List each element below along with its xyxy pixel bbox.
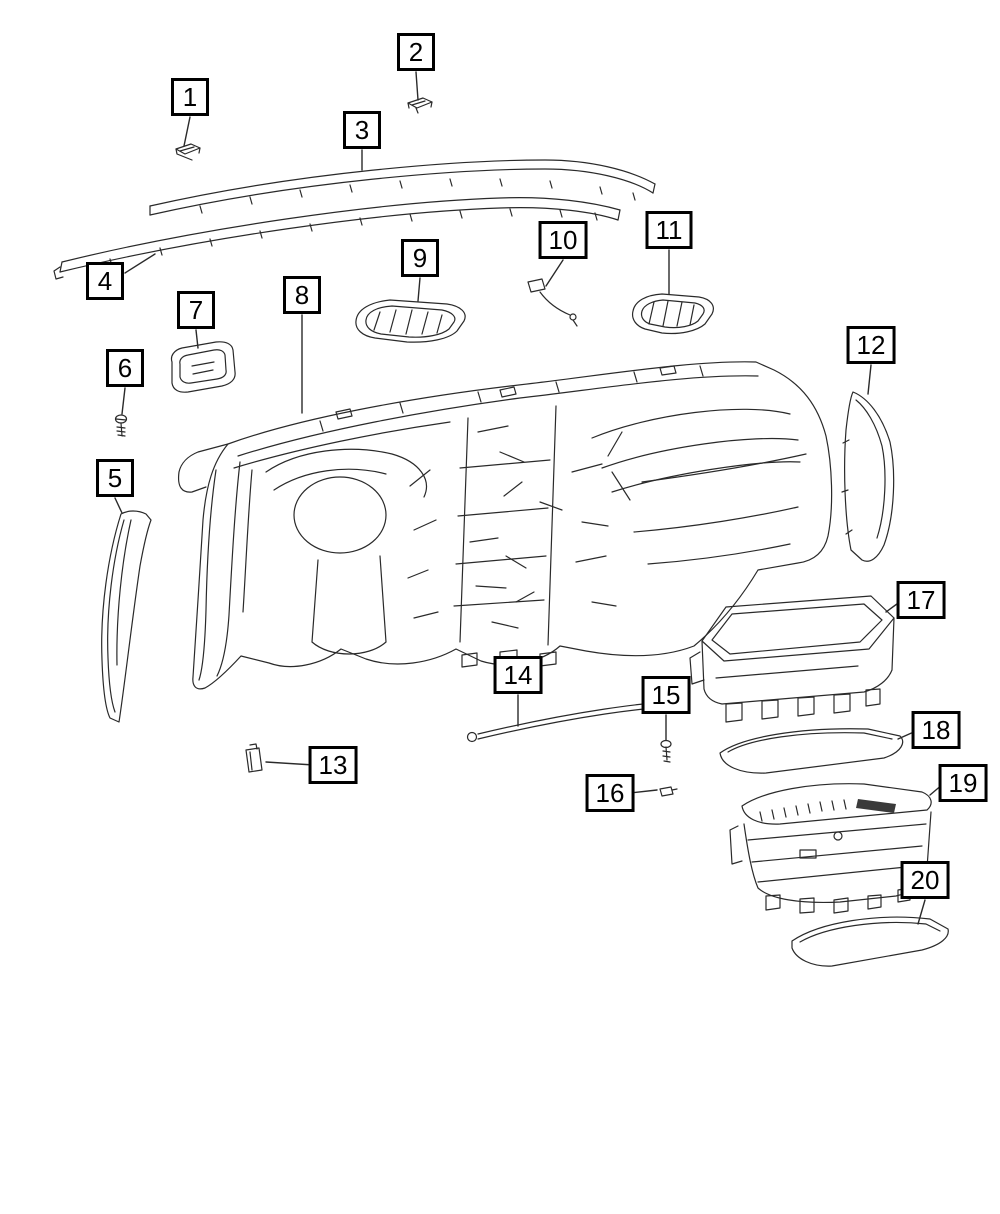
leader-lines (114, 71, 944, 925)
part-14-cable (466, 698, 661, 743)
part-17-glove-box-housing (689, 595, 895, 723)
callout-14[interactable]: 14 (493, 656, 543, 694)
callout-7[interactable]: 7 (177, 291, 215, 329)
callout-20-label: 20 (910, 865, 940, 895)
part-11-speaker-grille (631, 293, 714, 335)
part-15-screw (660, 739, 672, 763)
callout-19[interactable]: 19 (938, 764, 988, 802)
leader-line-12 (867, 364, 872, 395)
part-5-pillar-trim (101, 510, 152, 723)
callout-16-label: 16 (595, 778, 625, 808)
part-10-sensor (527, 278, 578, 327)
callout-7-label: 7 (188, 295, 204, 325)
part-16-clip (659, 786, 678, 797)
callout-2-label: 2 (408, 37, 424, 67)
part-12-end-cap (841, 391, 895, 562)
callout-1-label: 1 (182, 82, 198, 112)
callout-4-label: 4 (97, 266, 113, 296)
part-20-lower-trim (791, 916, 949, 967)
leader-line-1 (183, 116, 191, 147)
callout-15-label: 15 (651, 680, 681, 710)
callout-18[interactable]: 18 (911, 711, 961, 749)
leader-line-4 (124, 253, 156, 274)
leader-line-7 (195, 329, 199, 349)
leader-line-20 (917, 899, 926, 925)
part-13-bracket (245, 743, 263, 773)
callout-18-label: 18 (921, 715, 951, 745)
part-7-bezel (170, 341, 236, 393)
callout-17[interactable]: 17 (896, 581, 946, 619)
callout-16[interactable]: 16 (585, 774, 635, 812)
part-19-glove-box-door (729, 783, 932, 914)
callout-13-label: 13 (318, 750, 348, 780)
callout-17-label: 17 (906, 585, 936, 615)
leader-line-9 (417, 277, 421, 302)
callout-20[interactable]: 20 (900, 861, 950, 899)
callout-11-label: 11 (655, 215, 683, 245)
callout-3-label: 3 (354, 115, 370, 145)
leader-line-6 (121, 387, 126, 415)
part-1-clip (175, 143, 201, 161)
callout-1[interactable]: 1 (171, 78, 209, 116)
callout-2[interactable]: 2 (397, 33, 435, 71)
callout-19-label: 19 (948, 768, 978, 798)
callout-12-label: 12 (856, 330, 886, 360)
part-8-instrument-panel (177, 361, 833, 690)
callout-13[interactable]: 13 (308, 746, 358, 784)
callout-10[interactable]: 10 (538, 221, 588, 259)
leader-line-10 (545, 259, 564, 287)
callout-8[interactable]: 8 (283, 276, 321, 314)
leader-line-2 (415, 71, 419, 101)
part-4-trim-strip (53, 197, 621, 280)
part-3-trim-strip (149, 159, 656, 216)
callout-14-label: 14 (503, 660, 533, 690)
part-18-trim-strip (719, 728, 904, 774)
callout-11[interactable]: 11 (645, 211, 693, 249)
leader-line-13 (265, 761, 315, 766)
leader-line-5 (114, 497, 123, 514)
callout-8-label: 8 (294, 280, 310, 310)
part-9-speaker-grille (355, 299, 466, 343)
leader-line-16 (629, 789, 658, 794)
callout-15[interactable]: 15 (641, 676, 691, 714)
callout-4[interactable]: 4 (86, 262, 124, 300)
part-6-screw (114, 414, 128, 437)
callout-3[interactable]: 3 (343, 111, 381, 149)
callout-5[interactable]: 5 (96, 459, 134, 497)
callout-9-label: 9 (412, 243, 428, 273)
callout-6[interactable]: 6 (106, 349, 144, 387)
callout-9[interactable]: 9 (401, 239, 439, 277)
callout-10-label: 10 (548, 225, 578, 255)
callout-5-label: 5 (107, 463, 123, 493)
callout-12[interactable]: 12 (846, 326, 896, 364)
part-2-clip (407, 97, 433, 114)
callout-6-label: 6 (117, 353, 133, 383)
